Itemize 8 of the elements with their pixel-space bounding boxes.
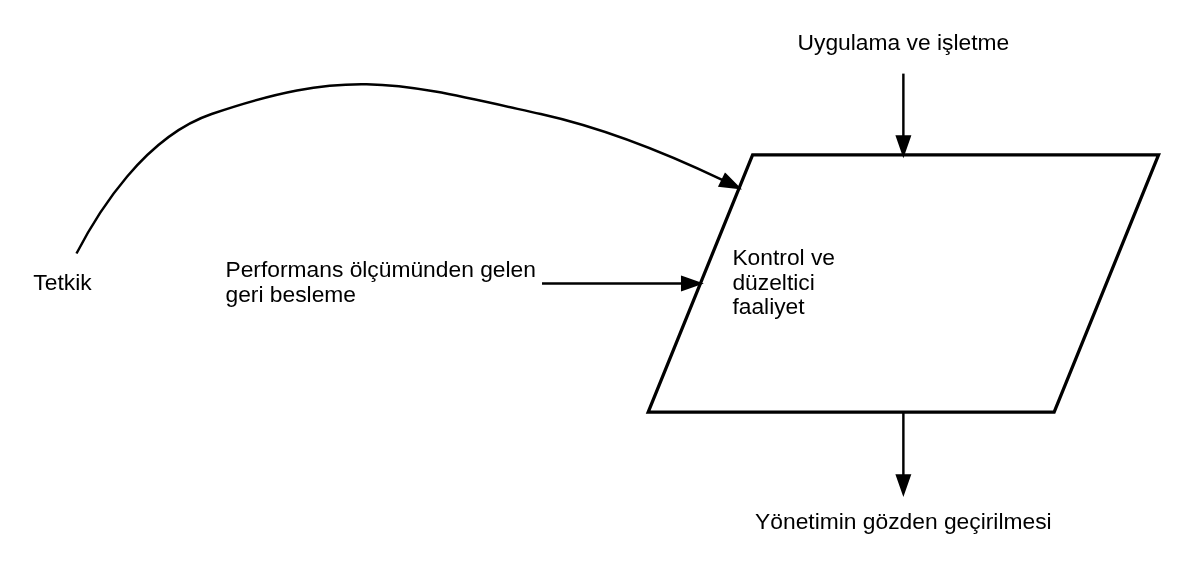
node-text: Tetkik: [33, 268, 92, 295]
arrow: [895, 73, 912, 159]
arrow: [895, 412, 912, 498]
arrow: [542, 275, 704, 292]
node-text: Uygulama ve işletme: [797, 28, 1010, 55]
node-text: Yönetimin gözden geçirilmesi: [755, 508, 1052, 535]
node-text: Performans ölçümünden gelen geri besleme: [225, 256, 536, 307]
arrow: [75, 83, 742, 255]
